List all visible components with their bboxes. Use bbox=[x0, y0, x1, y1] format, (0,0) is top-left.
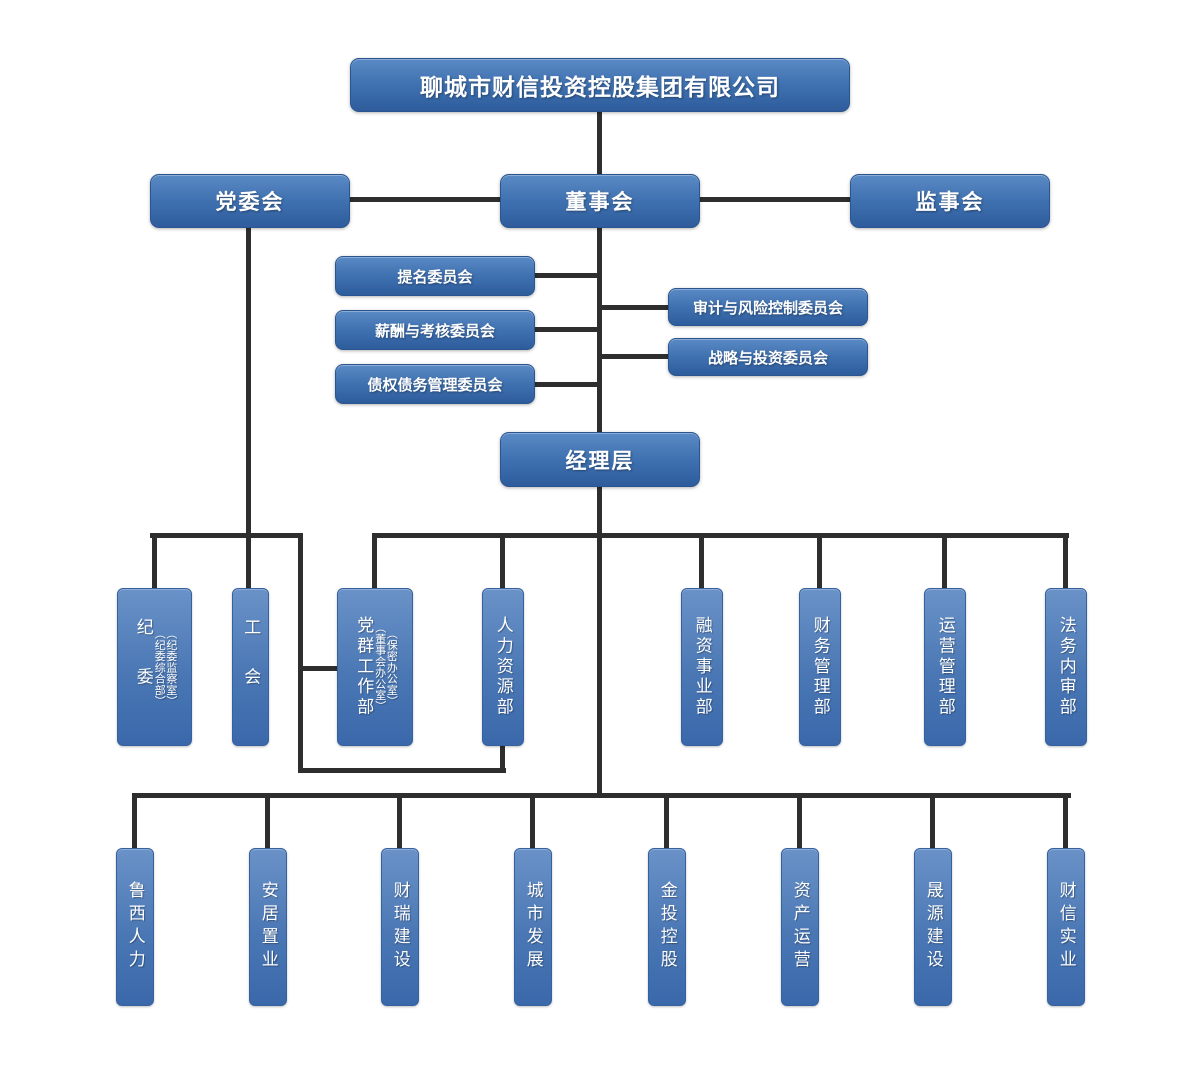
dept-human-resources-box: 人力资源部 bbox=[482, 588, 524, 746]
root-company-box: 聊城市财信投资控股集团有限公司 bbox=[350, 58, 850, 112]
dept-label: 人力资源部 bbox=[493, 616, 513, 718]
connector-line bbox=[930, 793, 935, 851]
dept-financing-business-box: 融资事业部 bbox=[681, 588, 723, 746]
connector-line bbox=[600, 354, 670, 359]
committee-label: 债权债务管理委员会 bbox=[367, 376, 503, 394]
dept-label: 财务管理部 bbox=[810, 616, 830, 718]
subsidiary-jintou-konggu-box: 金投控股 bbox=[648, 848, 686, 1006]
subsidiary-anju-zhiye-box: 安居置业 bbox=[249, 848, 287, 1006]
subsidiary-label: 城市发展 bbox=[523, 881, 543, 973]
connector-line bbox=[298, 533, 303, 773]
dept-party-mass-work-box: 党群工作部 （董事会办公室） （保密办公室） bbox=[337, 588, 413, 746]
connector-line bbox=[533, 273, 599, 278]
subsidiary-shengyuan-jianshe-box: 晟源建设 bbox=[914, 848, 952, 1006]
dept-sub-label: （董事会办公室） bbox=[373, 622, 386, 712]
connector-line bbox=[597, 112, 602, 176]
committee-remuneration-box: 薪酬与考核委员会 bbox=[335, 310, 535, 350]
subsidiary-cairui-jianshe-box: 财瑞建设 bbox=[381, 848, 419, 1006]
connector-line bbox=[372, 533, 1069, 538]
committee-label: 审计与风险控制委员会 bbox=[692, 299, 843, 317]
subsidiary-label: 资产运营 bbox=[790, 881, 810, 973]
management-layer-label: 经理层 bbox=[565, 449, 635, 473]
board-of-directors-label: 董事会 bbox=[565, 191, 635, 214]
dept-operations-management-box: 运营管理部 bbox=[924, 588, 966, 746]
dept-label: 党群工作部 bbox=[354, 616, 374, 718]
dept-label: 纪委 bbox=[133, 617, 153, 717]
connector-line bbox=[298, 666, 339, 671]
connector-line bbox=[597, 533, 602, 798]
connector-line bbox=[1063, 533, 1068, 590]
connector-line bbox=[397, 793, 402, 851]
party-committee-box: 党委会 bbox=[150, 174, 350, 228]
subsidiary-caixin-shiye-box: 财信实业 bbox=[1047, 848, 1085, 1006]
dept-financial-management-box: 财务管理部 bbox=[799, 588, 841, 746]
connector-line bbox=[530, 793, 535, 851]
connector-line bbox=[533, 382, 599, 387]
connector-line bbox=[664, 793, 669, 851]
committee-label: 薪酬与考核委员会 bbox=[374, 322, 495, 340]
connector-line bbox=[597, 485, 602, 538]
party-committee-label: 党委会 bbox=[215, 191, 285, 214]
board-of-directors-box: 董事会 bbox=[500, 174, 700, 228]
committee-label: 提名委员会 bbox=[397, 268, 473, 286]
connector-line bbox=[698, 197, 852, 202]
connector-line bbox=[132, 793, 137, 851]
committee-audit-risk-box: 审计与风险控制委员会 bbox=[668, 288, 868, 326]
supervisory-board-box: 监事会 bbox=[850, 174, 1050, 228]
connector-line bbox=[500, 533, 505, 590]
connector-line bbox=[1063, 793, 1068, 851]
connector-line bbox=[246, 226, 251, 590]
connector-line bbox=[265, 793, 270, 851]
root-company-label: 聊城市财信投资控股集团有限公司 bbox=[420, 74, 780, 100]
subsidiary-label: 安居置业 bbox=[258, 881, 278, 973]
connector-line bbox=[817, 533, 822, 590]
connector-line bbox=[348, 197, 502, 202]
connector-line bbox=[152, 533, 157, 590]
connector-line bbox=[699, 533, 704, 590]
connector-line bbox=[597, 226, 602, 434]
dept-legal-audit-box: 法务内审部 bbox=[1045, 588, 1087, 746]
connector-line bbox=[372, 533, 377, 590]
subsidiary-chengshi-fazhan-box: 城市发展 bbox=[514, 848, 552, 1006]
dept-label: 法务内审部 bbox=[1056, 616, 1076, 718]
dept-sub-label: （纪委监察室） bbox=[164, 627, 177, 707]
subsidiary-label: 财信实业 bbox=[1056, 881, 1076, 973]
dept-labor-union-box: 工会 bbox=[232, 588, 269, 746]
connector-line bbox=[298, 768, 506, 773]
committee-nomination-box: 提名委员会 bbox=[335, 256, 535, 296]
subsidiary-label: 晟源建设 bbox=[923, 881, 943, 973]
committee-debt-management-box: 债权债务管理委员会 bbox=[335, 364, 535, 404]
committee-strategy-investment-box: 战略与投资委员会 bbox=[668, 338, 868, 376]
subsidiary-label: 财瑞建设 bbox=[390, 881, 410, 973]
connector-line bbox=[797, 793, 802, 851]
dept-label: 工会 bbox=[241, 617, 261, 717]
connector-line bbox=[942, 533, 947, 590]
subsidiary-luxi-renli-box: 鲁西人力 bbox=[116, 848, 154, 1006]
management-layer-box: 经理层 bbox=[500, 432, 700, 487]
connector-line bbox=[533, 327, 599, 332]
connector-line bbox=[150, 533, 303, 538]
connector-line bbox=[133, 793, 1071, 798]
committee-label: 战略与投资委员会 bbox=[707, 349, 828, 367]
supervisory-board-label: 监事会 bbox=[915, 191, 985, 214]
dept-discipline-committee-box: 纪委 （纪委综合部） （纪委监察室） bbox=[117, 588, 192, 746]
dept-label: 融资事业部 bbox=[692, 616, 712, 718]
connector-line bbox=[500, 744, 505, 773]
dept-sub-label: （纪委综合部） bbox=[153, 627, 166, 707]
subsidiary-zichan-yunying-box: 资产运营 bbox=[781, 848, 819, 1006]
subsidiary-label: 鲁西人力 bbox=[125, 881, 145, 973]
subsidiary-label: 金投控股 bbox=[657, 881, 677, 973]
connector-line bbox=[600, 305, 670, 310]
dept-sub-label: （保密办公室） bbox=[385, 627, 398, 707]
dept-label: 运营管理部 bbox=[935, 616, 955, 718]
